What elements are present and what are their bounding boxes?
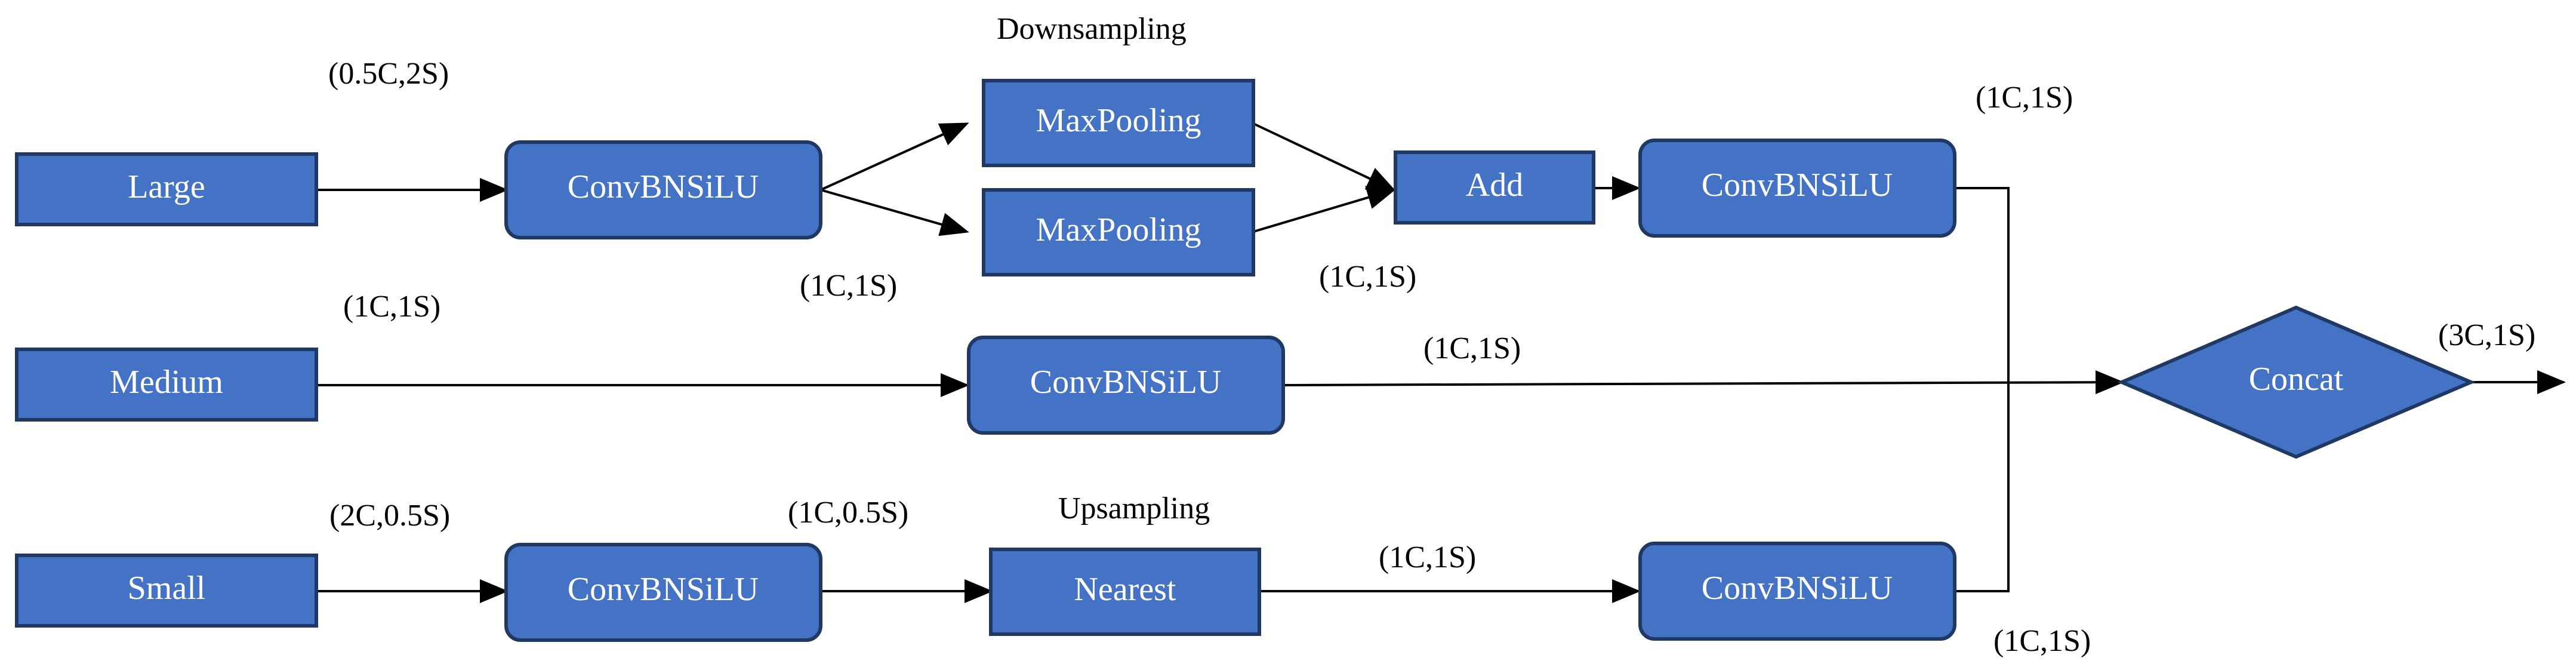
node-conv-after-add-label: ConvBNSiLU [1702,167,1893,204]
label-large-in: (0.5C,2S) [328,57,449,91]
node-conv-after-nearest-label: ConvBNSiLU [1702,570,1893,607]
label-nearest-out: (1C,1S) [1379,540,1476,574]
node-small: Small [15,554,318,628]
edges [316,122,2566,603]
edge-maxpool-top-to-add [1253,122,1396,191]
edge-conv-after-add-to-junction [1955,187,2010,592]
node-medium-label: Medium [110,364,223,401]
node-conv-after-nearest: ConvBNSiLU [1638,542,1956,641]
node-small-label: Small [128,570,206,607]
node-conv-large: ConvBNSiLU [504,140,822,239]
label-conv-medium-out: (1C,1S) [1423,331,1521,365]
node-conv-large-label: ConvBNSiLU [568,168,759,205]
node-conv-medium-label: ConvBNSiLU [1030,364,1222,401]
node-concat: Concat [2117,305,2476,459]
label-add-in: (1C,1S) [1319,260,1416,294]
label-concat-out: (3C,1S) [2438,318,2535,352]
node-add: Add [1394,150,1595,225]
node-concat-label: Concat [2249,361,2344,398]
node-nearest-label: Nearest [1074,571,1176,608]
node-conv-medium: ConvBNSiLU [967,336,1285,435]
node-conv-small-label: ConvBNSiLU [568,571,759,608]
label-conv-small-out: (1C,0.5S) [788,496,908,530]
node-large: Large [15,152,318,226]
edge-conv-medium-to-concat [1283,370,2124,395]
node-conv-small: ConvBNSiLU [504,543,822,642]
node-maxpool-top-label: MaxPooling [1036,102,1201,139]
label-medium-in: (1C,1S) [343,290,440,324]
node-conv-after-add: ConvBNSiLU [1638,139,1956,238]
label-small-in: (2C,0.5S) [329,499,450,533]
label-conv-after-nearest-out: (1C,1S) [1993,624,2091,658]
node-add-label: Add [1466,167,1523,204]
node-large-label: Large [128,168,205,205]
label-downsampling: Downsampling [997,12,1187,46]
labels: (0.5C,2S) (1C,1S) Downsampling (1C,1S) (… [328,12,2535,658]
label-conv-large-out: (1C,1S) [800,269,897,303]
edge-maxpool-bottom-to-add [1253,186,1396,233]
label-conv-after-add-out: (1C,1S) [1976,81,2073,115]
node-medium: Medium [15,348,318,422]
edge-conv-to-maxpool-bottom [820,189,969,236]
label-upsampling: Upsampling [1058,491,1210,525]
edge-conv-to-maxpool-top [820,122,969,191]
node-maxpool-bottom-label: MaxPooling [1036,211,1201,248]
node-maxpool-bottom: MaxPooling [982,188,1255,276]
node-nearest: Nearest [989,548,1261,636]
node-maxpool-top: MaxPooling [982,79,1255,167]
